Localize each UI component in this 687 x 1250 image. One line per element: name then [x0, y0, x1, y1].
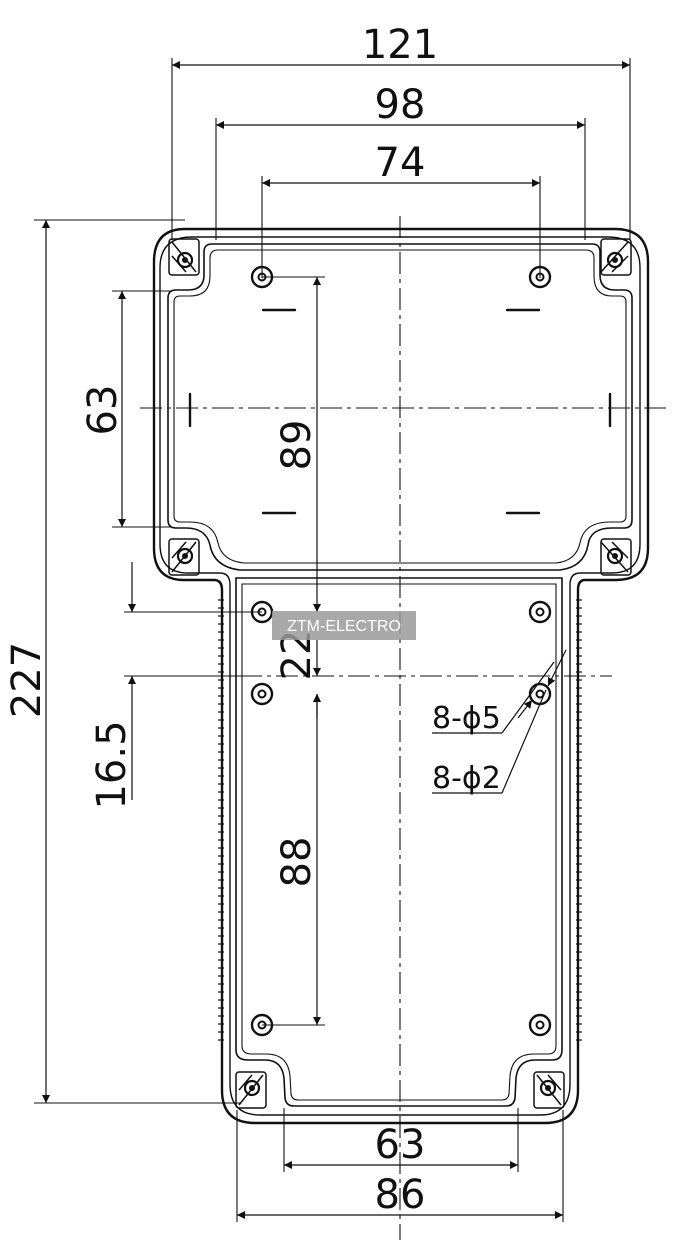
dim-88: 88 [274, 837, 320, 888]
dim-63-bottom: 63 [375, 1122, 426, 1168]
corner-screw-holes [176, 251, 624, 1097]
dim-121: 121 [362, 22, 438, 68]
slot-marks [188, 308, 612, 515]
dim-74: 74 [375, 140, 426, 186]
dim-227: 227 [4, 642, 50, 718]
watermark: ZTM-ELECTRO [272, 611, 416, 640]
side-ribbing [218, 599, 582, 1041]
extension-lines [34, 58, 631, 1222]
dimension-labels: 121 98 74 227 63 89 22 16.5 88 63 86 8-ϕ… [4, 22, 501, 1218]
hole-label-phi2: 8-ϕ2 [432, 761, 501, 796]
dimension-lines [42, 61, 630, 1219]
dim-86: 86 [375, 1172, 426, 1218]
dim-89: 89 [274, 420, 320, 471]
hole-label-phi5: 8-ϕ5 [432, 701, 501, 736]
hole-leaders [432, 649, 567, 794]
dim-63-top: 63 [80, 385, 126, 436]
dim-98: 98 [375, 82, 426, 128]
watermark-text: ZTM-ELECTRO [287, 618, 401, 635]
dim-16-5: 16.5 [89, 720, 135, 809]
center-lines [140, 216, 668, 1240]
enclosure-outline [152, 227, 650, 1125]
